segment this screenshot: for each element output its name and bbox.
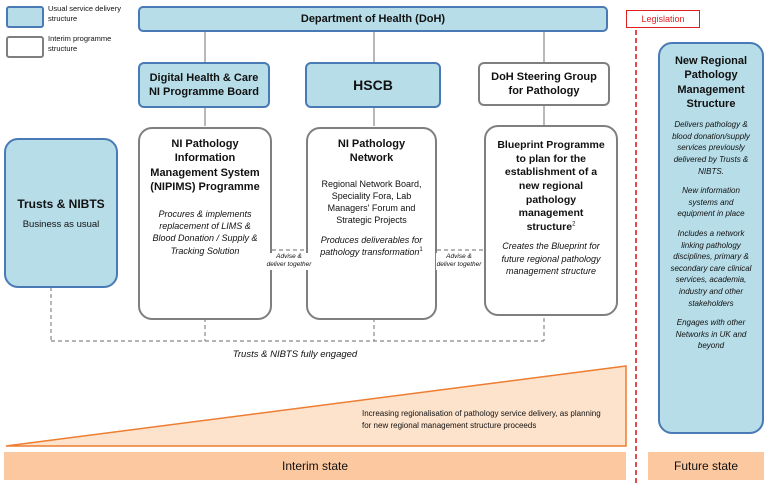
steering-group-box: DoH Steering Group for Pathology xyxy=(478,62,610,106)
blueprint-title-sup: 2 xyxy=(572,221,576,228)
blueprint-desc: Creates the Blueprint for future regiona… xyxy=(501,241,601,276)
legend-usual-label: Usual service delivery structure xyxy=(48,4,121,24)
future-structure-p3: Includes a network linking pathology dis… xyxy=(670,228,752,308)
future-state-label: Future state xyxy=(673,459,739,473)
legend-usual-swatch xyxy=(6,6,44,28)
nipims-box: NI Pathology Information Management Syst… xyxy=(138,127,272,320)
network-body: Regional Network Board, Speciality Fora,… xyxy=(321,178,422,226)
digital-health-title: Digital Health & Care NI Programme Board xyxy=(148,71,260,98)
network-desc-wrap: Produces deliverables for pathology tran… xyxy=(316,234,427,258)
regionalisation-label: Increasing regionalisation of pathology … xyxy=(362,409,601,430)
blueprint-title-wrap: Blueprint Programme to plan for the esta… xyxy=(494,139,608,234)
doh-title: Department of Health (DoH) xyxy=(300,12,446,25)
future-state-band: Future state xyxy=(648,452,764,480)
trusts-title: Trusts & NIBTS xyxy=(17,196,105,211)
blueprint-title: Blueprint Programme to plan for the esta… xyxy=(497,139,605,233)
legislation-box: Legislation xyxy=(626,10,700,28)
future-structure-p1: Delivers pathology & blood donation/supp… xyxy=(672,120,750,176)
hscb-title: HSCB xyxy=(353,77,393,93)
trusts-subtitle: Business as usual xyxy=(22,218,100,230)
legislation-label: Legislation xyxy=(641,14,685,24)
interim-state-band: Interim state xyxy=(4,452,626,480)
advise-left-note: Advise & deliver together xyxy=(266,253,312,270)
hscb-box: HSCB xyxy=(305,62,441,108)
doh-box: Department of Health (DoH) xyxy=(138,6,608,32)
steering-group-title: DoH Steering Group for Pathology xyxy=(491,70,597,97)
engaged-label: Trusts & NIBTS fully engaged xyxy=(232,349,358,360)
blueprint-box: Blueprint Programme to plan for the esta… xyxy=(484,125,618,316)
nipims-title: NI Pathology Information Management Syst… xyxy=(150,138,260,193)
future-structure-p2: New information systems and equipment in… xyxy=(677,186,745,219)
legend-interim-swatch xyxy=(6,36,44,58)
future-structure-title: New Regional Pathology Management Struct… xyxy=(674,55,748,110)
network-desc: Produces deliverables for pathology tran… xyxy=(320,235,423,258)
future-structure-box: New Regional Pathology Management Struct… xyxy=(658,42,764,434)
network-desc-sup: 1 xyxy=(419,247,423,254)
interim-state-label: Interim state xyxy=(281,459,349,473)
future-structure-p4: Engages with other Networks in UK and be… xyxy=(675,318,747,351)
digital-health-box: Digital Health & Care NI Programme Board xyxy=(138,62,270,108)
network-box: NI Pathology Network Regional Network Bo… xyxy=(306,127,437,320)
advise-right-note: Advise & deliver together xyxy=(436,253,482,270)
legend-interim-label: Interim programme structure xyxy=(48,34,112,54)
trusts-box: Trusts & NIBTS Business as usual xyxy=(4,138,118,288)
network-title: NI Pathology Network xyxy=(337,138,406,165)
nipims-desc: Procures & implements replacement of LIM… xyxy=(152,209,258,256)
